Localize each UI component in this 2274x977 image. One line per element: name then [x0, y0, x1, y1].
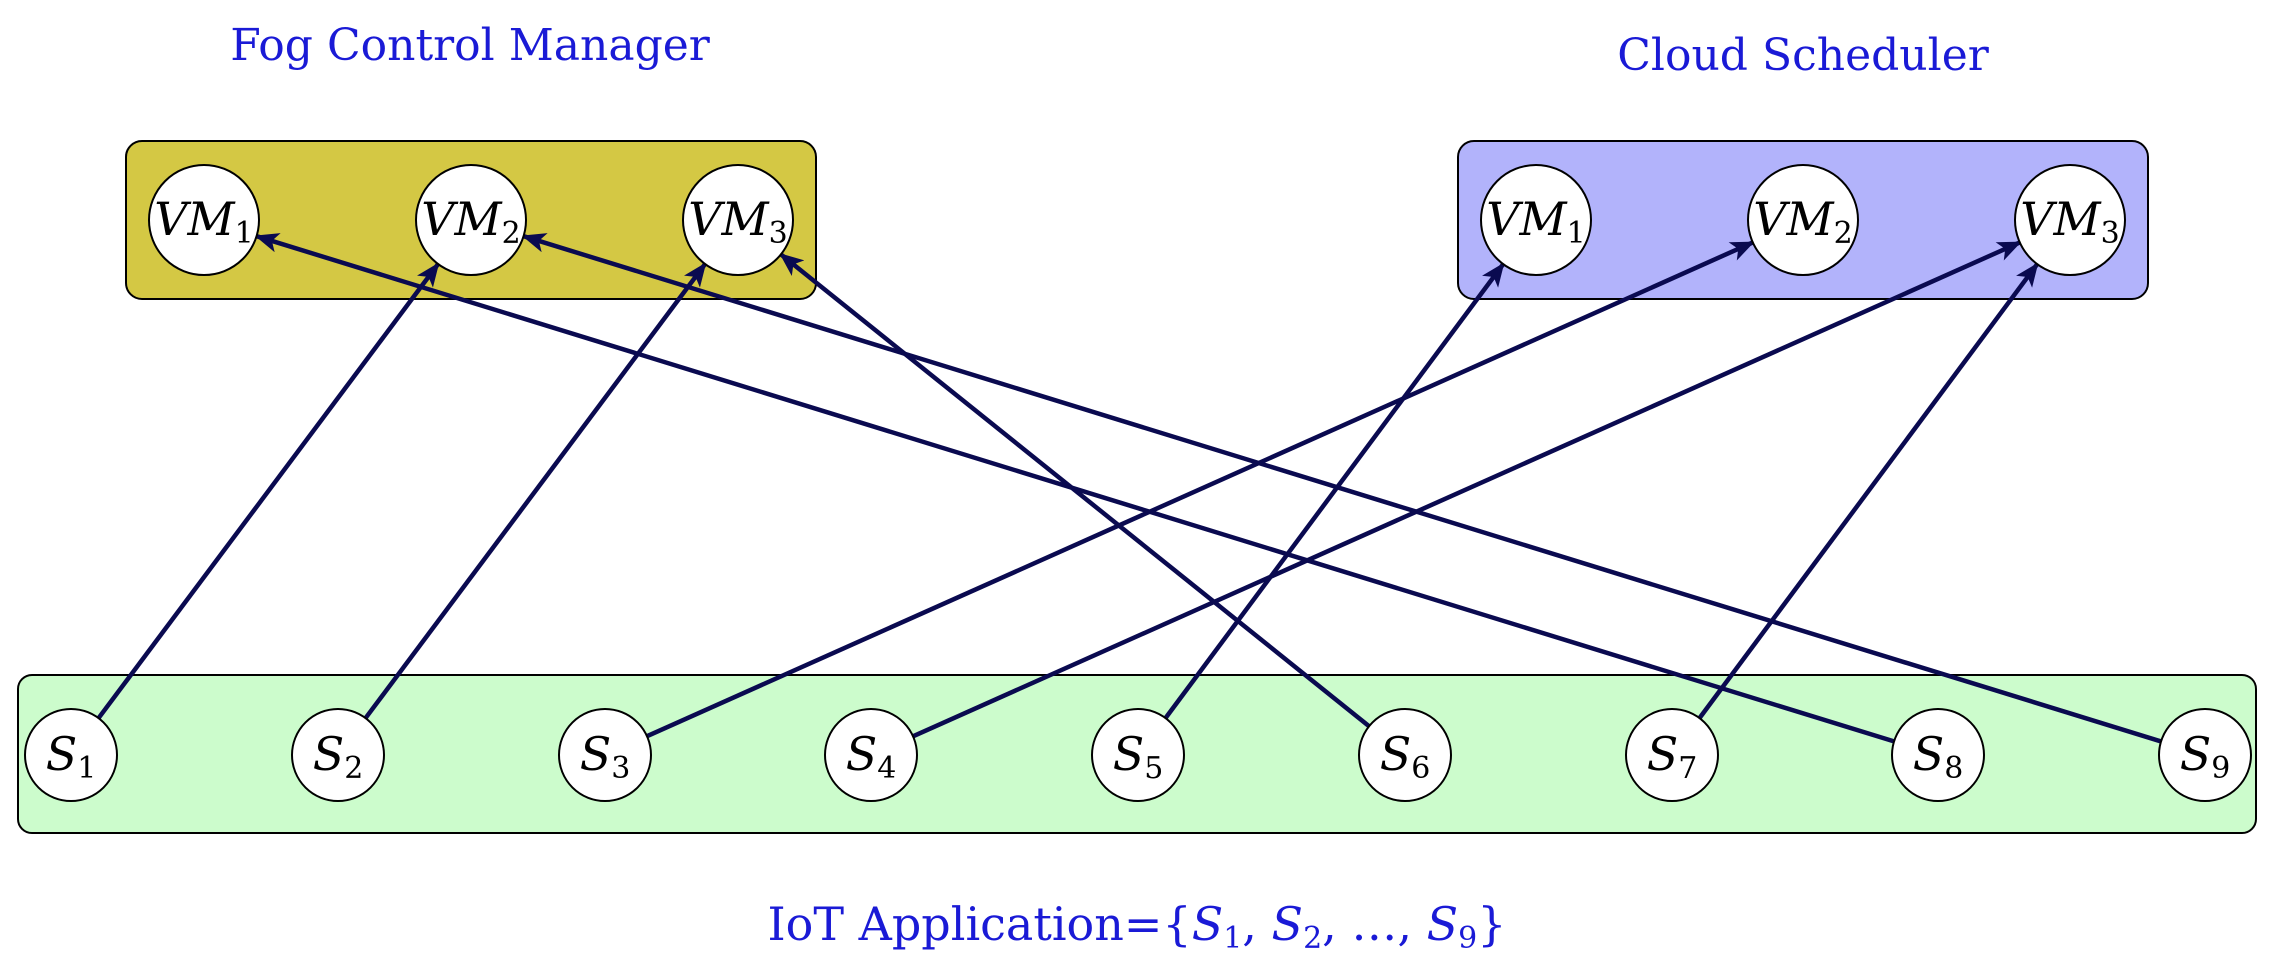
- s5-label: S5: [1113, 727, 1164, 786]
- cloud-vm1-label: VM1: [1486, 192, 1585, 251]
- cloud-vm2-label: VM2: [1753, 192, 1852, 251]
- fog-vm1-node[interactable]: VM1: [148, 164, 260, 276]
- s7-node[interactable]: S7: [1625, 708, 1719, 802]
- cloud-scheduler-title: Cloud Scheduler: [1617, 30, 1989, 81]
- edge-s9-to-fog-vm2: [521, 233, 2162, 744]
- cloud-vm3-label: VM3: [2020, 192, 2119, 251]
- s1-label: S1: [46, 727, 97, 786]
- fog-vm2-circle: [415, 164, 527, 276]
- s3-circle: [558, 708, 652, 802]
- fog-control-manager-title: Fog Control Manager: [230, 20, 711, 71]
- s2-circle: [291, 708, 385, 802]
- cloud-vm2-node[interactable]: VM2: [1747, 164, 1859, 276]
- s9-node[interactable]: S9: [2158, 708, 2252, 802]
- s2-label: S2: [313, 727, 364, 786]
- s5-node[interactable]: S5: [1091, 708, 1185, 802]
- fog-vm3-label: VM3: [688, 192, 787, 251]
- s6-label: S6: [1380, 727, 1431, 786]
- edge-s5-to-cloud-vm1: [1163, 262, 1506, 720]
- s2-node[interactable]: S2: [291, 708, 385, 802]
- s4-label: S4: [846, 727, 897, 786]
- edge-s7-to-cloud-vm3: [1697, 262, 2040, 720]
- edge-layer: [96, 233, 2162, 744]
- s1-circle: [24, 708, 118, 802]
- cloud-vm1-circle: [1480, 164, 1592, 276]
- s4-circle: [824, 708, 918, 802]
- edge-s4-to-cloud-vm3: [912, 240, 2022, 739]
- edge-s8-to-fog-vm1: [254, 233, 1895, 744]
- s6-node[interactable]: S6: [1358, 708, 1452, 802]
- s4-node[interactable]: S4: [824, 708, 918, 802]
- edge-s3-to-cloud-vm2: [646, 240, 1755, 739]
- s6-circle: [1358, 708, 1452, 802]
- s9-circle: [2158, 708, 2252, 802]
- fog-vm3-node[interactable]: VM3: [682, 164, 794, 276]
- fog-vm2-node[interactable]: VM2: [415, 164, 527, 276]
- fog-vm1-circle: [148, 164, 260, 276]
- cloud-vm3-node[interactable]: VM3: [2014, 164, 2126, 276]
- edge-s2-to-fog-vm3: [363, 262, 707, 720]
- s3-node[interactable]: S3: [558, 708, 652, 802]
- fog-vm2-label: VM2: [421, 192, 520, 251]
- s1-node[interactable]: S1: [24, 708, 118, 802]
- s7-label: S7: [1647, 727, 1698, 786]
- iot-application-label: IoT Application={S1, S2, …, S9}: [767, 897, 1506, 956]
- fog-vm1-label: VM1: [154, 192, 253, 251]
- cloud-vm3-circle: [2014, 164, 2126, 276]
- edge-s1-to-fog-vm2: [96, 262, 440, 720]
- cloud-vm2-circle: [1747, 164, 1859, 276]
- cloud-vm1-node[interactable]: VM1: [1480, 164, 1592, 276]
- s3-label: S3: [580, 727, 631, 786]
- s9-label: S9: [2180, 727, 2231, 786]
- s8-circle: [1891, 708, 1985, 802]
- s8-label: S8: [1913, 727, 1964, 786]
- fog-vm3-circle: [682, 164, 794, 276]
- s5-circle: [1091, 708, 1185, 802]
- s8-node[interactable]: S8: [1891, 708, 1985, 802]
- s7-circle: [1625, 708, 1719, 802]
